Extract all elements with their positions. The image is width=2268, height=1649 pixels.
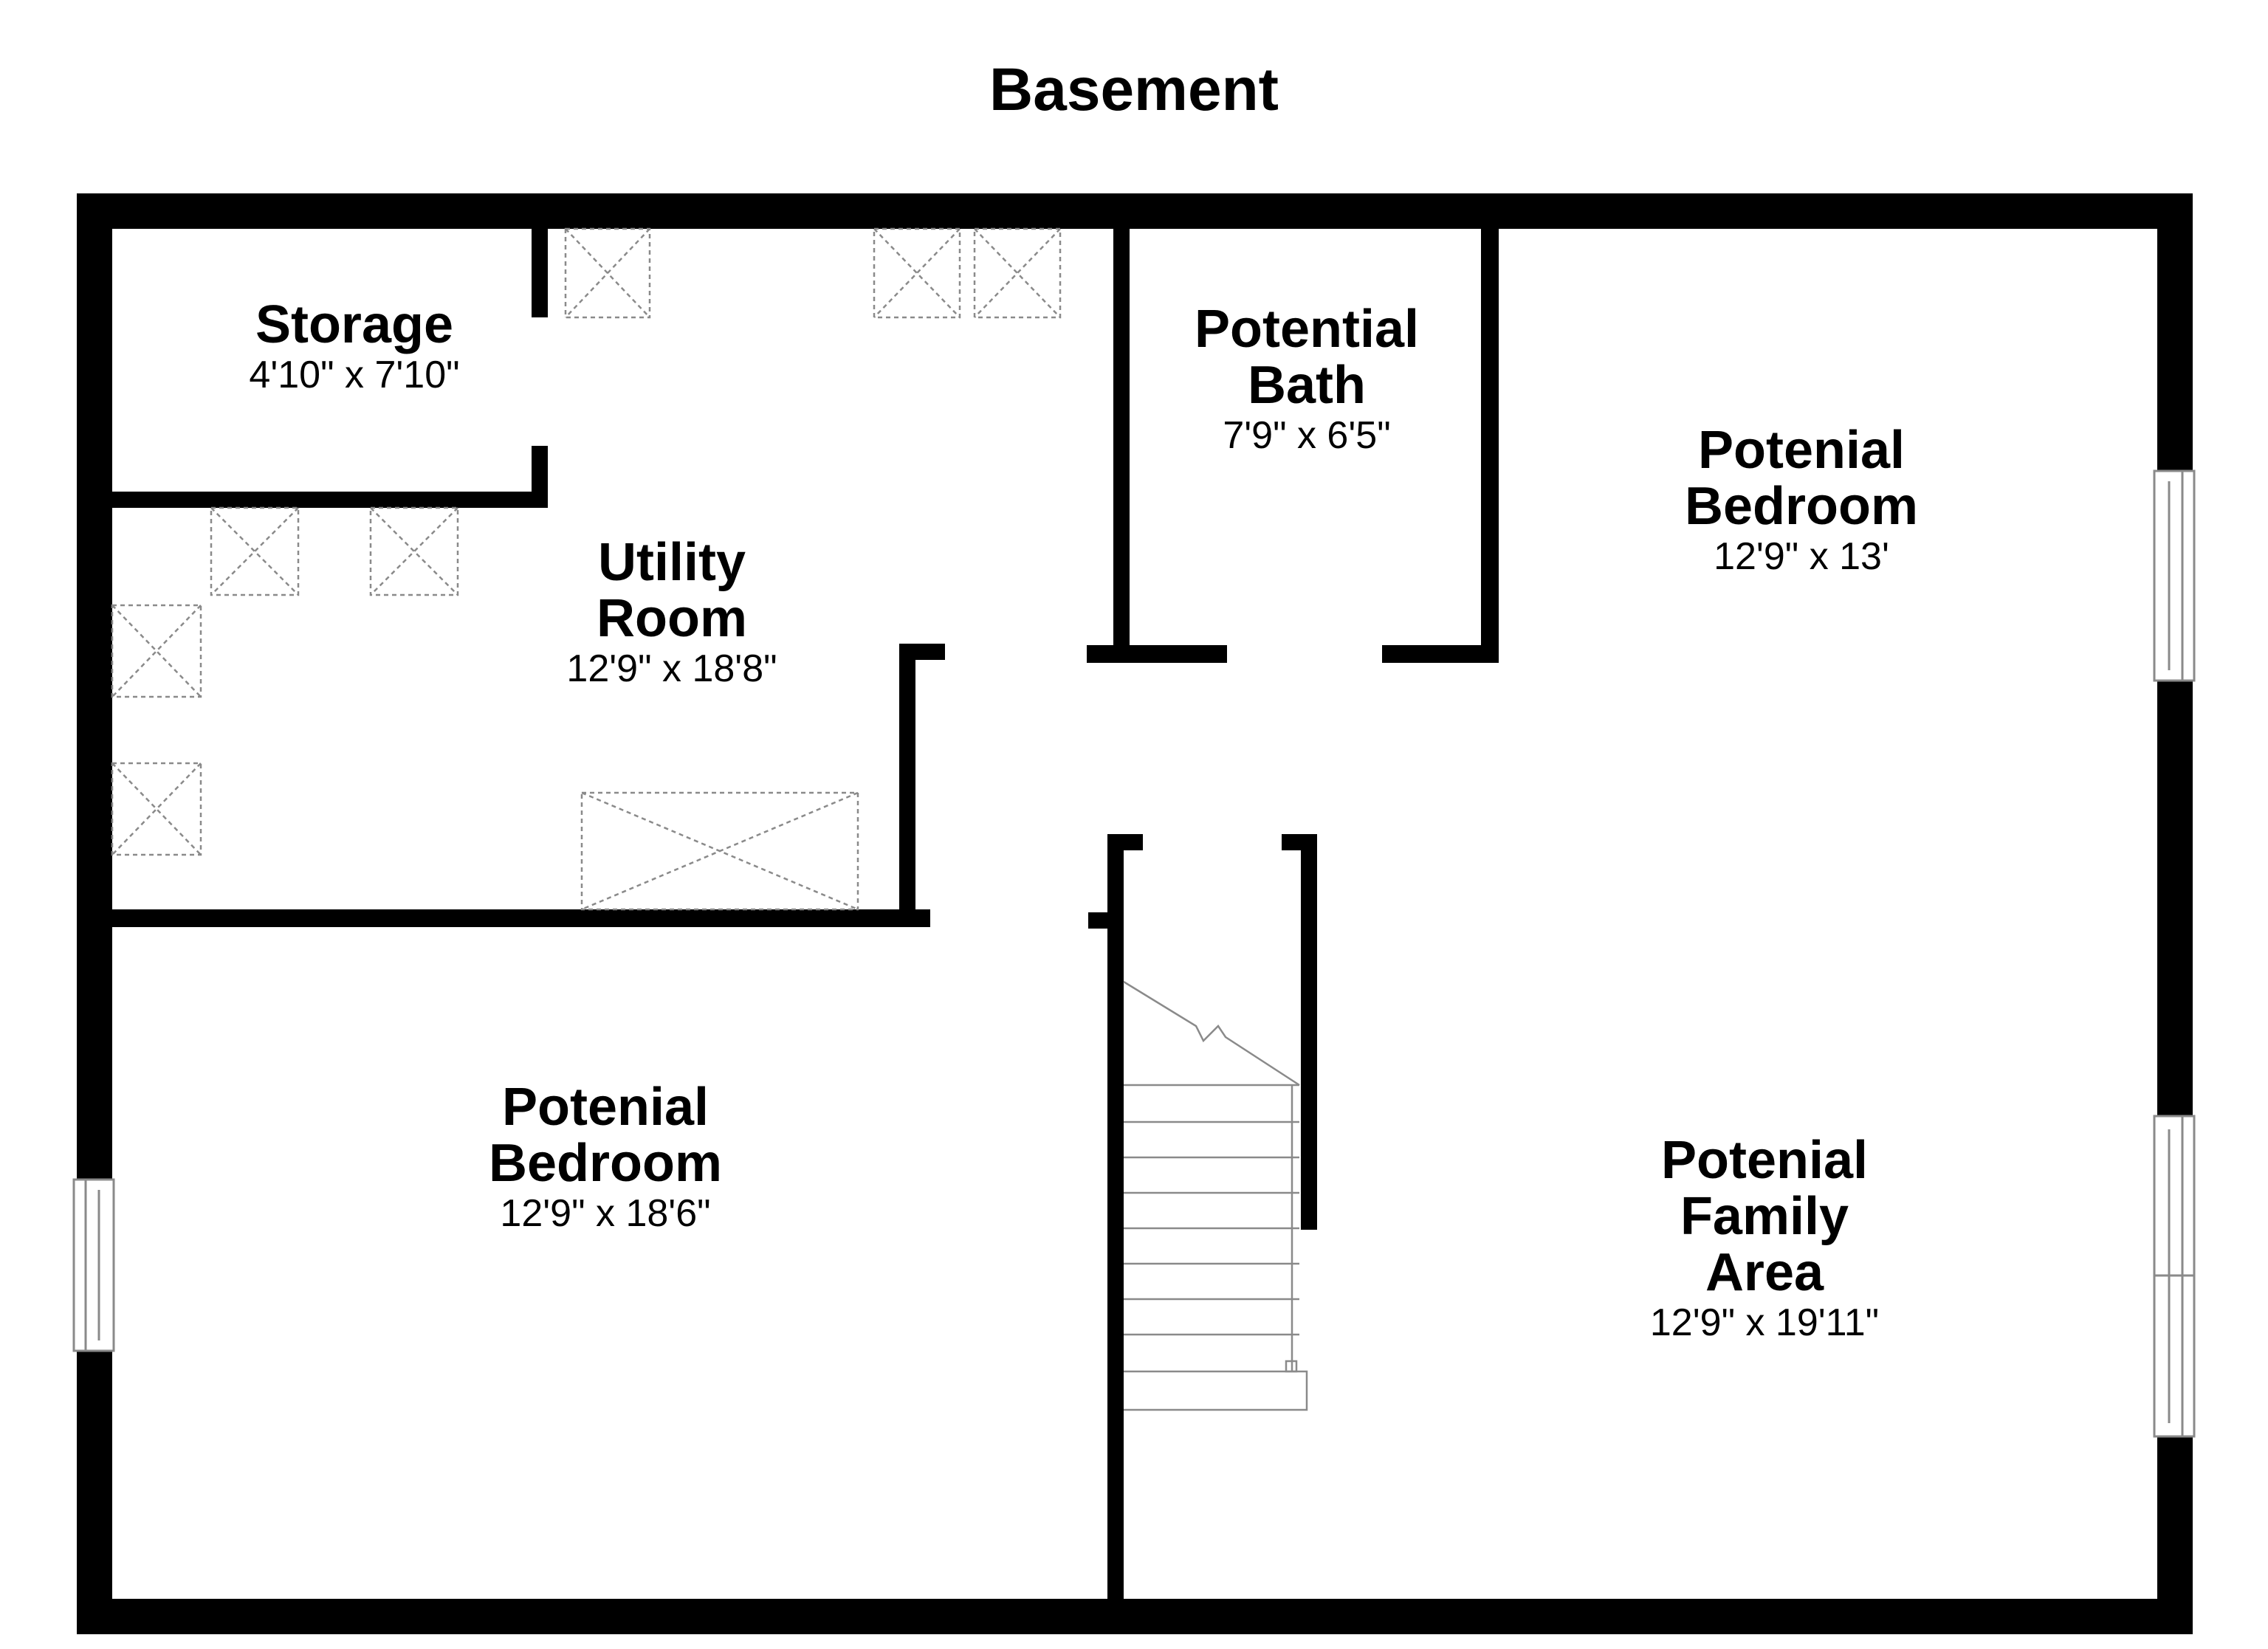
wall-stair-east bbox=[1301, 834, 1317, 1230]
room-dimensions: 7'9" x 6'5" bbox=[1223, 414, 1391, 457]
wall-stair-east-cap bbox=[1282, 834, 1317, 850]
wall-east-mid bbox=[2157, 681, 2193, 1116]
fixture-box bbox=[873, 227, 961, 319]
fixture-box bbox=[111, 604, 202, 698]
room-dimensions: 12'9" x 18'8" bbox=[566, 647, 777, 690]
room-name: Potential Bath bbox=[1194, 300, 1420, 415]
room-name: Potenial Bedroom bbox=[488, 1078, 723, 1193]
wall-east-top bbox=[2157, 193, 2193, 471]
window-east-upper bbox=[2153, 469, 2196, 682]
room-dimensions: 12'9" x 18'6" bbox=[500, 1192, 711, 1235]
room-dimensions: 4'10" x 7'10" bbox=[249, 354, 460, 396]
room-family-area: Potenial Family Area 12'9" x 19'11" bbox=[1587, 1132, 1942, 1345]
wall-south bbox=[77, 1599, 2193, 1634]
fixture-box bbox=[973, 227, 1062, 319]
wall-stair-west bbox=[1107, 834, 1124, 1599]
wall-bath-south-right bbox=[1382, 645, 1499, 663]
exterior-walls bbox=[77, 193, 2193, 1634]
room-dimensions: 12'9" x 13' bbox=[1714, 535, 1889, 578]
room-bath: Potential Bath 7'9" x 6'5" bbox=[1144, 301, 1469, 458]
fixture-box bbox=[111, 762, 202, 856]
wall-utility-east-cap bbox=[899, 644, 945, 660]
room-name: Storage bbox=[255, 295, 454, 354]
wall-north bbox=[77, 193, 2193, 229]
fixture-box bbox=[210, 506, 300, 596]
wall-storage-east-upper bbox=[532, 229, 548, 317]
interior-walls bbox=[112, 229, 1499, 1599]
windows bbox=[72, 469, 2196, 1438]
staircase bbox=[1123, 980, 1308, 1411]
room-name: Potenial Bedroom bbox=[1684, 421, 1919, 536]
stair-break-line bbox=[1123, 980, 1300, 1087]
window-east-lower bbox=[2153, 1115, 2196, 1438]
room-name: Utility Room bbox=[597, 533, 747, 648]
wall-west-lower bbox=[77, 1351, 112, 1634]
room-bedroom-southwest: Potenial Bedroom 12'9" x 18'6" bbox=[443, 1079, 768, 1236]
room-utility: Utility Room 12'9" x 18'8" bbox=[509, 534, 834, 691]
wall-west-upper bbox=[77, 193, 112, 1180]
room-name: Potenial Family Area bbox=[1660, 1131, 1869, 1302]
wall-utility-east bbox=[899, 644, 915, 927]
room-dimensions: 12'9" x 19'11" bbox=[1649, 1301, 1880, 1344]
fixture-box bbox=[369, 506, 459, 596]
wall-storage-south bbox=[112, 492, 548, 508]
room-storage: Storage 4'10" x 7'10" bbox=[192, 297, 517, 397]
plan-title: Basement bbox=[989, 56, 1279, 123]
wall-stair-west-jamb bbox=[1088, 912, 1124, 929]
wall-utility-south bbox=[112, 909, 930, 927]
fixtures bbox=[111, 227, 1062, 911]
fixture-box-large bbox=[580, 791, 859, 911]
wall-stair-west-cap bbox=[1107, 834, 1143, 850]
fixture-box bbox=[564, 227, 651, 319]
room-bedroom-northeast: Potenial Bedroom 12'9" x 13' bbox=[1639, 422, 1964, 579]
wall-bath-east bbox=[1481, 229, 1499, 663]
wall-bath-south-left bbox=[1087, 645, 1227, 663]
wall-east-bottom bbox=[2157, 1436, 2193, 1634]
wall-bath-west bbox=[1113, 229, 1130, 661]
window-west bbox=[72, 1178, 115, 1352]
